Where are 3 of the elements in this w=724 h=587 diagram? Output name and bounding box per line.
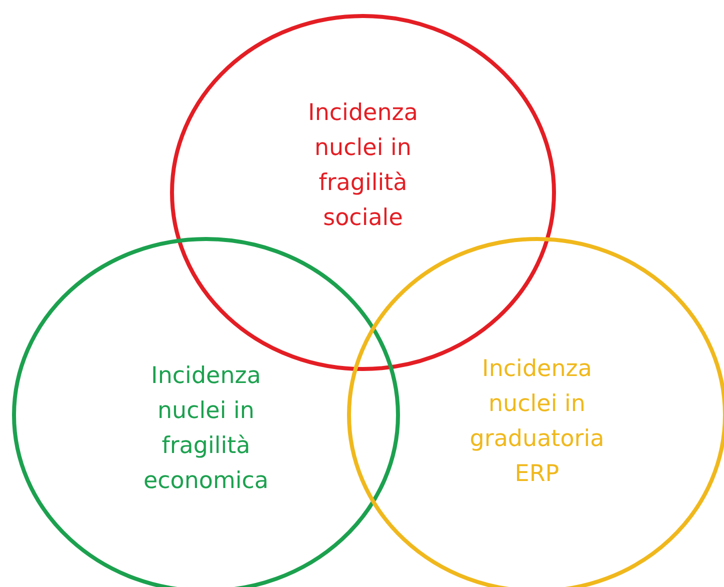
set-label: Incidenza nuclei in fragilità sociale bbox=[307, 99, 419, 233]
set-label: Incidenza nuclei in fragilità economica bbox=[142, 362, 270, 496]
set-label: Incidenza nuclei in graduatoria ERP bbox=[468, 355, 606, 489]
